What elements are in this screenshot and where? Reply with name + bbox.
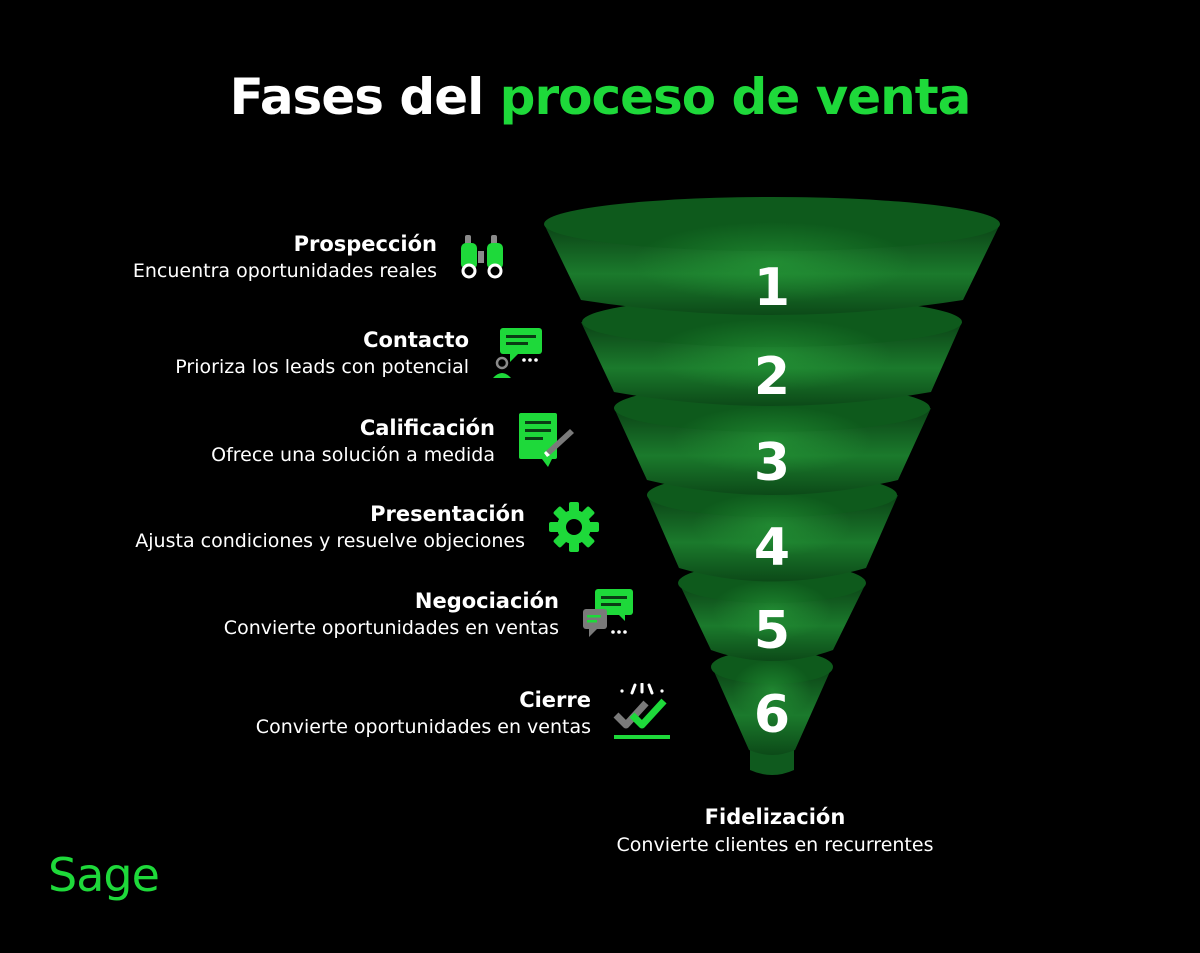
step-cierre: Cierre Convierte oportunidades en ventas <box>190 687 591 741</box>
step-description: Convierte oportunidades en ventas <box>255 716 591 738</box>
final-step-fidelizacion: Fidelización Convierte clientes en recur… <box>575 803 975 859</box>
step-description: Encuentra oportunidades reales <box>132 260 437 282</box>
step-description: Convierte oportunidades en ventas <box>223 617 559 639</box>
step-negociacion: Negociación Convierte oportunidades en v… <box>158 588 559 642</box>
step-name: Prospección <box>293 232 437 256</box>
step-presentacion: Presentación Ajusta condiciones y resuel… <box>60 501 525 555</box>
final-step-description: Convierte clientes en recurrentes <box>616 834 934 856</box>
funnel-segment-6 <box>711 650 833 755</box>
binoculars-icon <box>461 235 503 279</box>
step-name: Calificación <box>359 416 495 440</box>
step-calificacion: Calificación Ofrece una solución a medid… <box>94 415 495 469</box>
step-name: Contacto <box>363 328 469 352</box>
double-check-icon <box>613 683 670 739</box>
funnel-number-3: 3 <box>754 433 790 493</box>
sage-logo: Sage <box>48 848 160 902</box>
funnel-segment-1 <box>544 197 1000 315</box>
step-description: Ajusta condiciones y resuelve objeciones <box>135 530 525 552</box>
step-contacto: Contacto Prioriza los leads con potencia… <box>68 327 469 381</box>
step-description: Prioriza los leads con potencial <box>175 356 469 378</box>
funnel-number-5: 5 <box>754 601 790 661</box>
step-prospeccion: Prospección Encuentra oportunidades real… <box>36 231 437 285</box>
funnel-number-4: 4 <box>754 518 790 578</box>
document-pen-icon <box>519 413 574 467</box>
step-name: Negociación <box>414 589 559 613</box>
title-part-green: proceso de venta <box>499 68 972 126</box>
title-part-white: Fases del <box>229 68 485 126</box>
chat-person-icon <box>493 328 542 378</box>
final-step-name: Fidelización <box>704 805 846 829</box>
gear-icon <box>549 502 599 552</box>
step-description: Ofrece una solución a medida <box>211 444 495 466</box>
funnel-number-6: 6 <box>754 685 790 745</box>
page-title: Fases del proceso de venta <box>0 68 1200 126</box>
funnel-number-1: 1 <box>754 258 790 318</box>
step-name: Cierre <box>519 688 591 712</box>
step-name: Presentación <box>370 502 525 526</box>
funnel-number-2: 2 <box>754 347 790 407</box>
chat-bubbles-icon <box>583 589 633 637</box>
